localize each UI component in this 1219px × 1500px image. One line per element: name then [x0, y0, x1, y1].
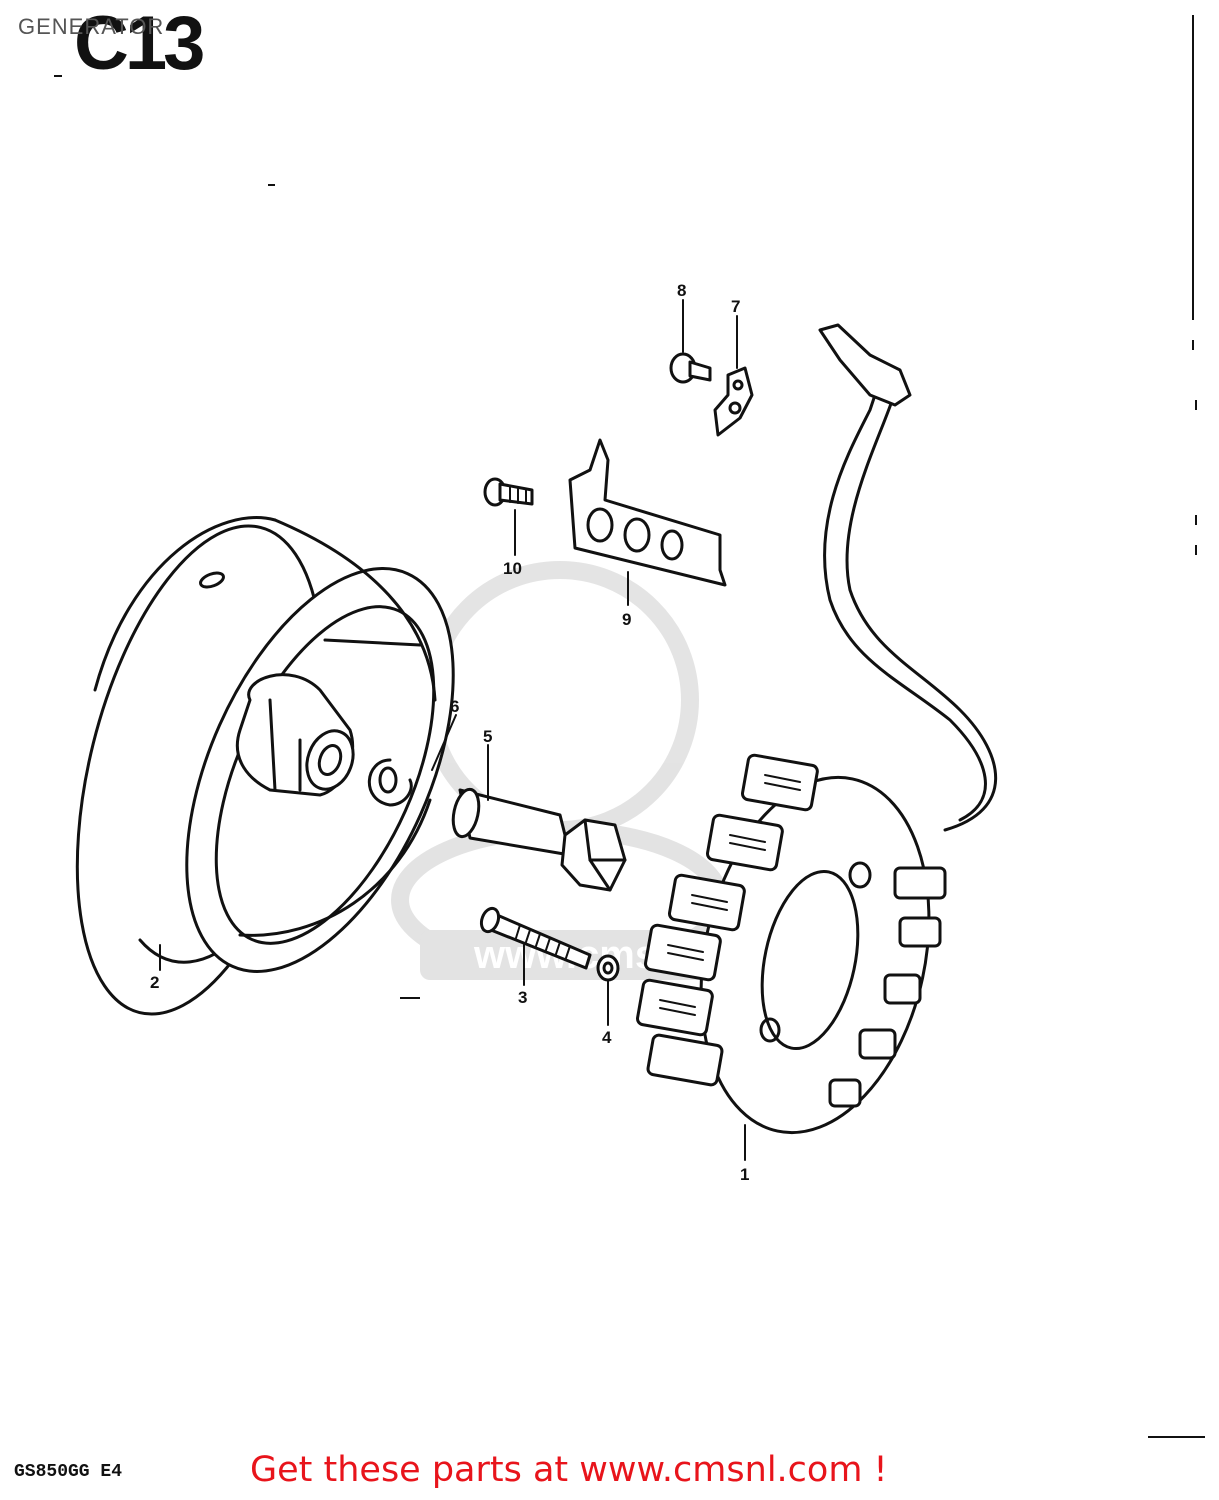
callout-numbers: 1 2 3 4 5 6 7 8 9 10: [150, 281, 749, 1184]
callout-10: 10: [503, 559, 522, 578]
leader-lines: [159, 299, 746, 1161]
model-code: GS850GG E4: [14, 1462, 123, 1482]
callout-2: 2: [150, 973, 159, 992]
callout-3: 3: [518, 988, 527, 1007]
section-code: C13: [74, 1, 205, 86]
callout-4: 4: [602, 1028, 612, 1047]
callout-6: 6: [450, 697, 459, 716]
clamp-bolt[interactable]: [669, 352, 712, 384]
stator-assembly[interactable]: [635, 323, 998, 1154]
callout-8: 8: [677, 281, 686, 300]
callout-1: 1: [740, 1165, 749, 1184]
scan-marks: [54, 15, 1205, 1438]
callout-9: 9: [622, 610, 631, 629]
callout-7: 7: [731, 297, 740, 316]
lead-wire-clamp[interactable]: [568, 438, 727, 587]
washer[interactable]: [596, 954, 620, 982]
callout-5: 5: [483, 727, 492, 746]
woodruff-key[interactable]: [367, 758, 413, 807]
wire-guide-plate[interactable]: [713, 366, 754, 437]
clamp-screw[interactable]: [483, 477, 534, 507]
stator-screw[interactable]: [478, 906, 592, 970]
flywheel-rotor[interactable]: [33, 501, 508, 1039]
rotor-bolt[interactable]: [449, 787, 627, 892]
page-title: GENERATOR: [18, 14, 165, 39]
promo-link[interactable]: Get these parts at www.cmsnl.com !: [250, 1450, 888, 1490]
